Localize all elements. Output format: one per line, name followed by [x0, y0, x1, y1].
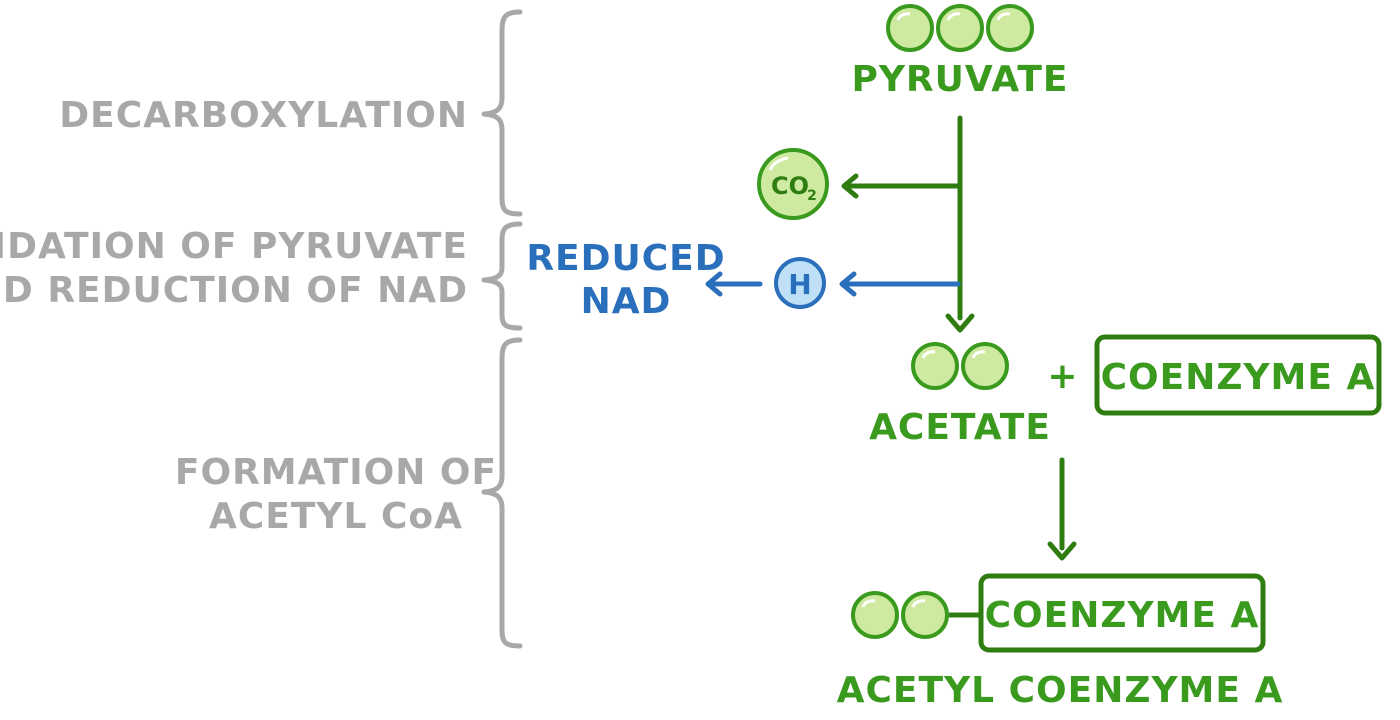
acetyl-balls-icon [851, 591, 949, 639]
coenzyme-a-box [1094, 334, 1382, 416]
brace-decarboxylation [481, 9, 523, 217]
brace-formation [481, 337, 523, 649]
reduced-nad-label-line2: NAD [581, 281, 672, 322]
brace-oxidation [481, 221, 523, 331]
co2-molecule-icon: CO 2 [757, 148, 829, 220]
hydrogen-atom-icon: H [774, 257, 826, 309]
stage-formation-label-line2: ACETYL CoA [209, 496, 463, 537]
coenzyme-a-bound-label: COENZYME A [985, 595, 1260, 636]
co2-arrow-head [841, 173, 859, 199]
stage-decarboxylation-label: DECARBOXYLATION [59, 95, 468, 136]
acetyl-coenzyme-a-label: ACETYL COENZYME A [837, 670, 1284, 711]
coenzyme-a-label: COENZYME A [1101, 357, 1376, 398]
coenzyme-a-bound-box [978, 573, 1266, 653]
co2-subscript: 2 [807, 188, 817, 204]
acetate-label: ACETATE [869, 407, 1051, 448]
acetate-balls-icon [911, 342, 1009, 390]
hydrogen-arrow-head [839, 271, 857, 297]
pyruvate-label: PYRUVATE [851, 59, 1068, 100]
formation-arrow-head [1047, 541, 1077, 561]
co2-label: CO [771, 172, 809, 200]
stage-formation-label-line1: FORMATION OF [175, 452, 497, 493]
hydrogen-label: H [788, 268, 811, 301]
stage-oxidation-label-line2: AND REDUCTION OF NAD [0, 270, 468, 311]
stage-oxidation-label-line1: OXIDATION OF PYRUVATE [0, 226, 468, 267]
reduced-nad-label-line1: REDUCED [526, 238, 725, 279]
pyruvate-balls-icon [886, 4, 1034, 52]
reduced-nad-arrow-head [705, 271, 723, 297]
main-arrow-head [945, 313, 975, 333]
plus-sign: + [1047, 356, 1078, 397]
